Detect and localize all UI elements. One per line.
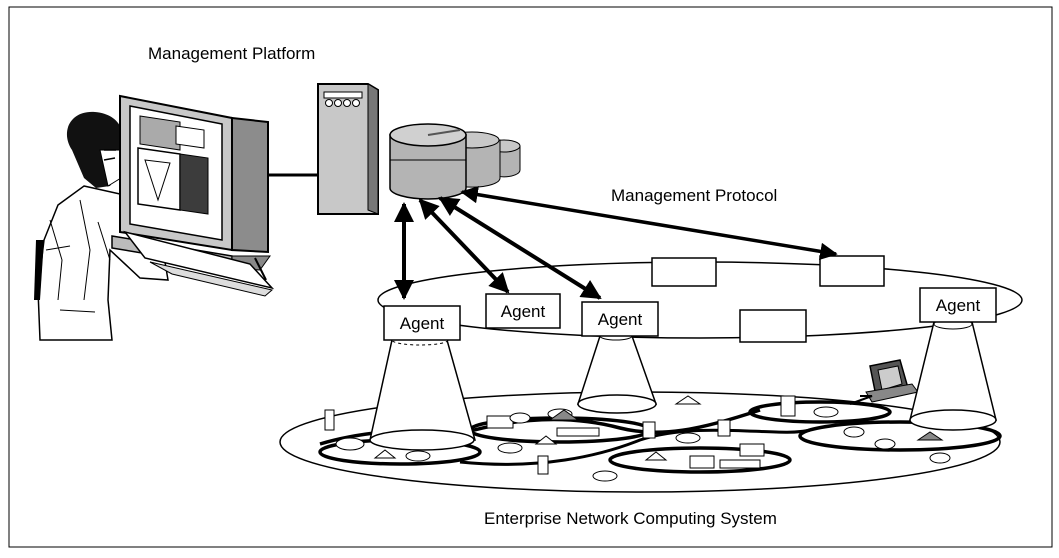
agent-cone bbox=[909, 318, 997, 431]
enterprise-system-label: Enterprise Network Computing System bbox=[484, 509, 777, 528]
agent-label: Agent bbox=[936, 296, 981, 315]
workstation-icon bbox=[849, 359, 919, 405]
agent-label: Agent bbox=[598, 310, 643, 329]
agent-box: Agent bbox=[485, 293, 561, 329]
protocol-arrow bbox=[460, 185, 838, 261]
keyboard-icon bbox=[123, 230, 275, 297]
disk-stack-icon bbox=[389, 123, 521, 200]
network-node bbox=[819, 255, 885, 287]
agent-box: Agent bbox=[383, 305, 461, 341]
management-protocol-label: Management Protocol bbox=[611, 186, 777, 205]
agent-label: Agent bbox=[501, 302, 546, 321]
agent-label: Agent bbox=[400, 314, 445, 333]
network-node bbox=[651, 257, 717, 287]
server-tower-icon bbox=[317, 83, 379, 215]
agent-box: Agent bbox=[919, 287, 997, 323]
network-node bbox=[739, 309, 807, 343]
protocol-arrows bbox=[394, 185, 838, 300]
agent-cone bbox=[576, 331, 658, 414]
computer-monitor-icon bbox=[111, 94, 271, 271]
operator-figure-icon bbox=[34, 111, 169, 341]
agent-box: Agent bbox=[581, 301, 659, 337]
management-platform-label: Management Platform bbox=[148, 44, 315, 63]
